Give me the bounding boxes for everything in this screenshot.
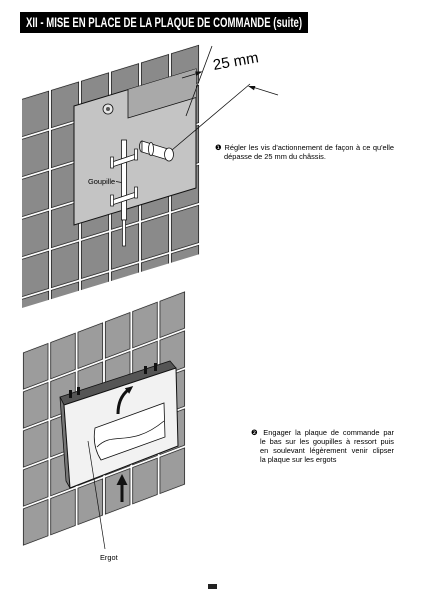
section-title: XII - MISE EN PLACE DE LA PLAQUE DE COMM… <box>26 15 303 30</box>
dimension-arrow-right <box>253 87 279 96</box>
figure-chassis-adjustment: Goupille 25 mm <box>22 44 279 308</box>
spring-pin-rod <box>121 139 127 221</box>
lug <box>144 366 147 374</box>
spring-pin <box>110 139 138 247</box>
dimension-arrow-left <box>181 73 198 79</box>
spring-pin-clip-tab <box>110 194 114 207</box>
step-1-line: dépasse de 25 mm du châssis. <box>224 152 326 161</box>
pin-label: Goupille <box>88 177 115 186</box>
step-1-line: ❶ Régler les vis d'actionnement de façon… <box>215 143 394 152</box>
lug <box>77 387 80 395</box>
dimension-extension-line <box>185 45 213 117</box>
step-2-line: ❷ Engager la plaque de commande par <box>251 428 394 437</box>
actuation-screw <box>139 140 174 162</box>
section-header-bar: XII - MISE EN PLACE DE LA PLAQUE DE COMM… <box>20 12 308 33</box>
lug-leader-line <box>87 440 106 550</box>
push-up-arrowhead-icon <box>116 474 128 485</box>
figure-plate-mounting: Ergot <box>22 290 186 562</box>
lift-curved-arrowhead-icon <box>124 386 134 394</box>
lug <box>154 363 157 371</box>
spring-pin-clip-tab <box>134 148 138 161</box>
page-number-mark <box>208 584 217 589</box>
lug-label: Ergot <box>100 553 118 562</box>
actuation-screw-tip <box>164 147 174 162</box>
step-2-line: la plaque sur les ergots <box>260 455 337 464</box>
step-2-line: le bas sur les goupilles à ressort puis <box>260 437 394 446</box>
dimension-label: 25 mm <box>212 49 260 74</box>
spring-pin-clip-tab <box>134 186 138 199</box>
lift-curved-arrow-icon <box>116 388 129 415</box>
chassis-panel-step <box>128 69 196 118</box>
dimension-arrowhead-icon <box>248 86 256 91</box>
control-plate-button-area <box>93 402 166 461</box>
step-2-line: en soulevant légèrement venir clipser <box>260 446 394 455</box>
dimension-extension-line <box>171 83 251 151</box>
chassis-panel-step-edge <box>127 89 197 119</box>
dimension-arrowhead-icon <box>195 71 203 76</box>
pin-leader-line <box>115 181 122 183</box>
actuation-screw-collar <box>148 142 154 156</box>
control-plate-button-split <box>96 420 165 448</box>
mounting-hole-center <box>106 107 110 111</box>
spring-pin-lower-rod <box>122 219 126 247</box>
lug <box>69 390 72 398</box>
spring-pin-clip-tab <box>110 156 114 169</box>
